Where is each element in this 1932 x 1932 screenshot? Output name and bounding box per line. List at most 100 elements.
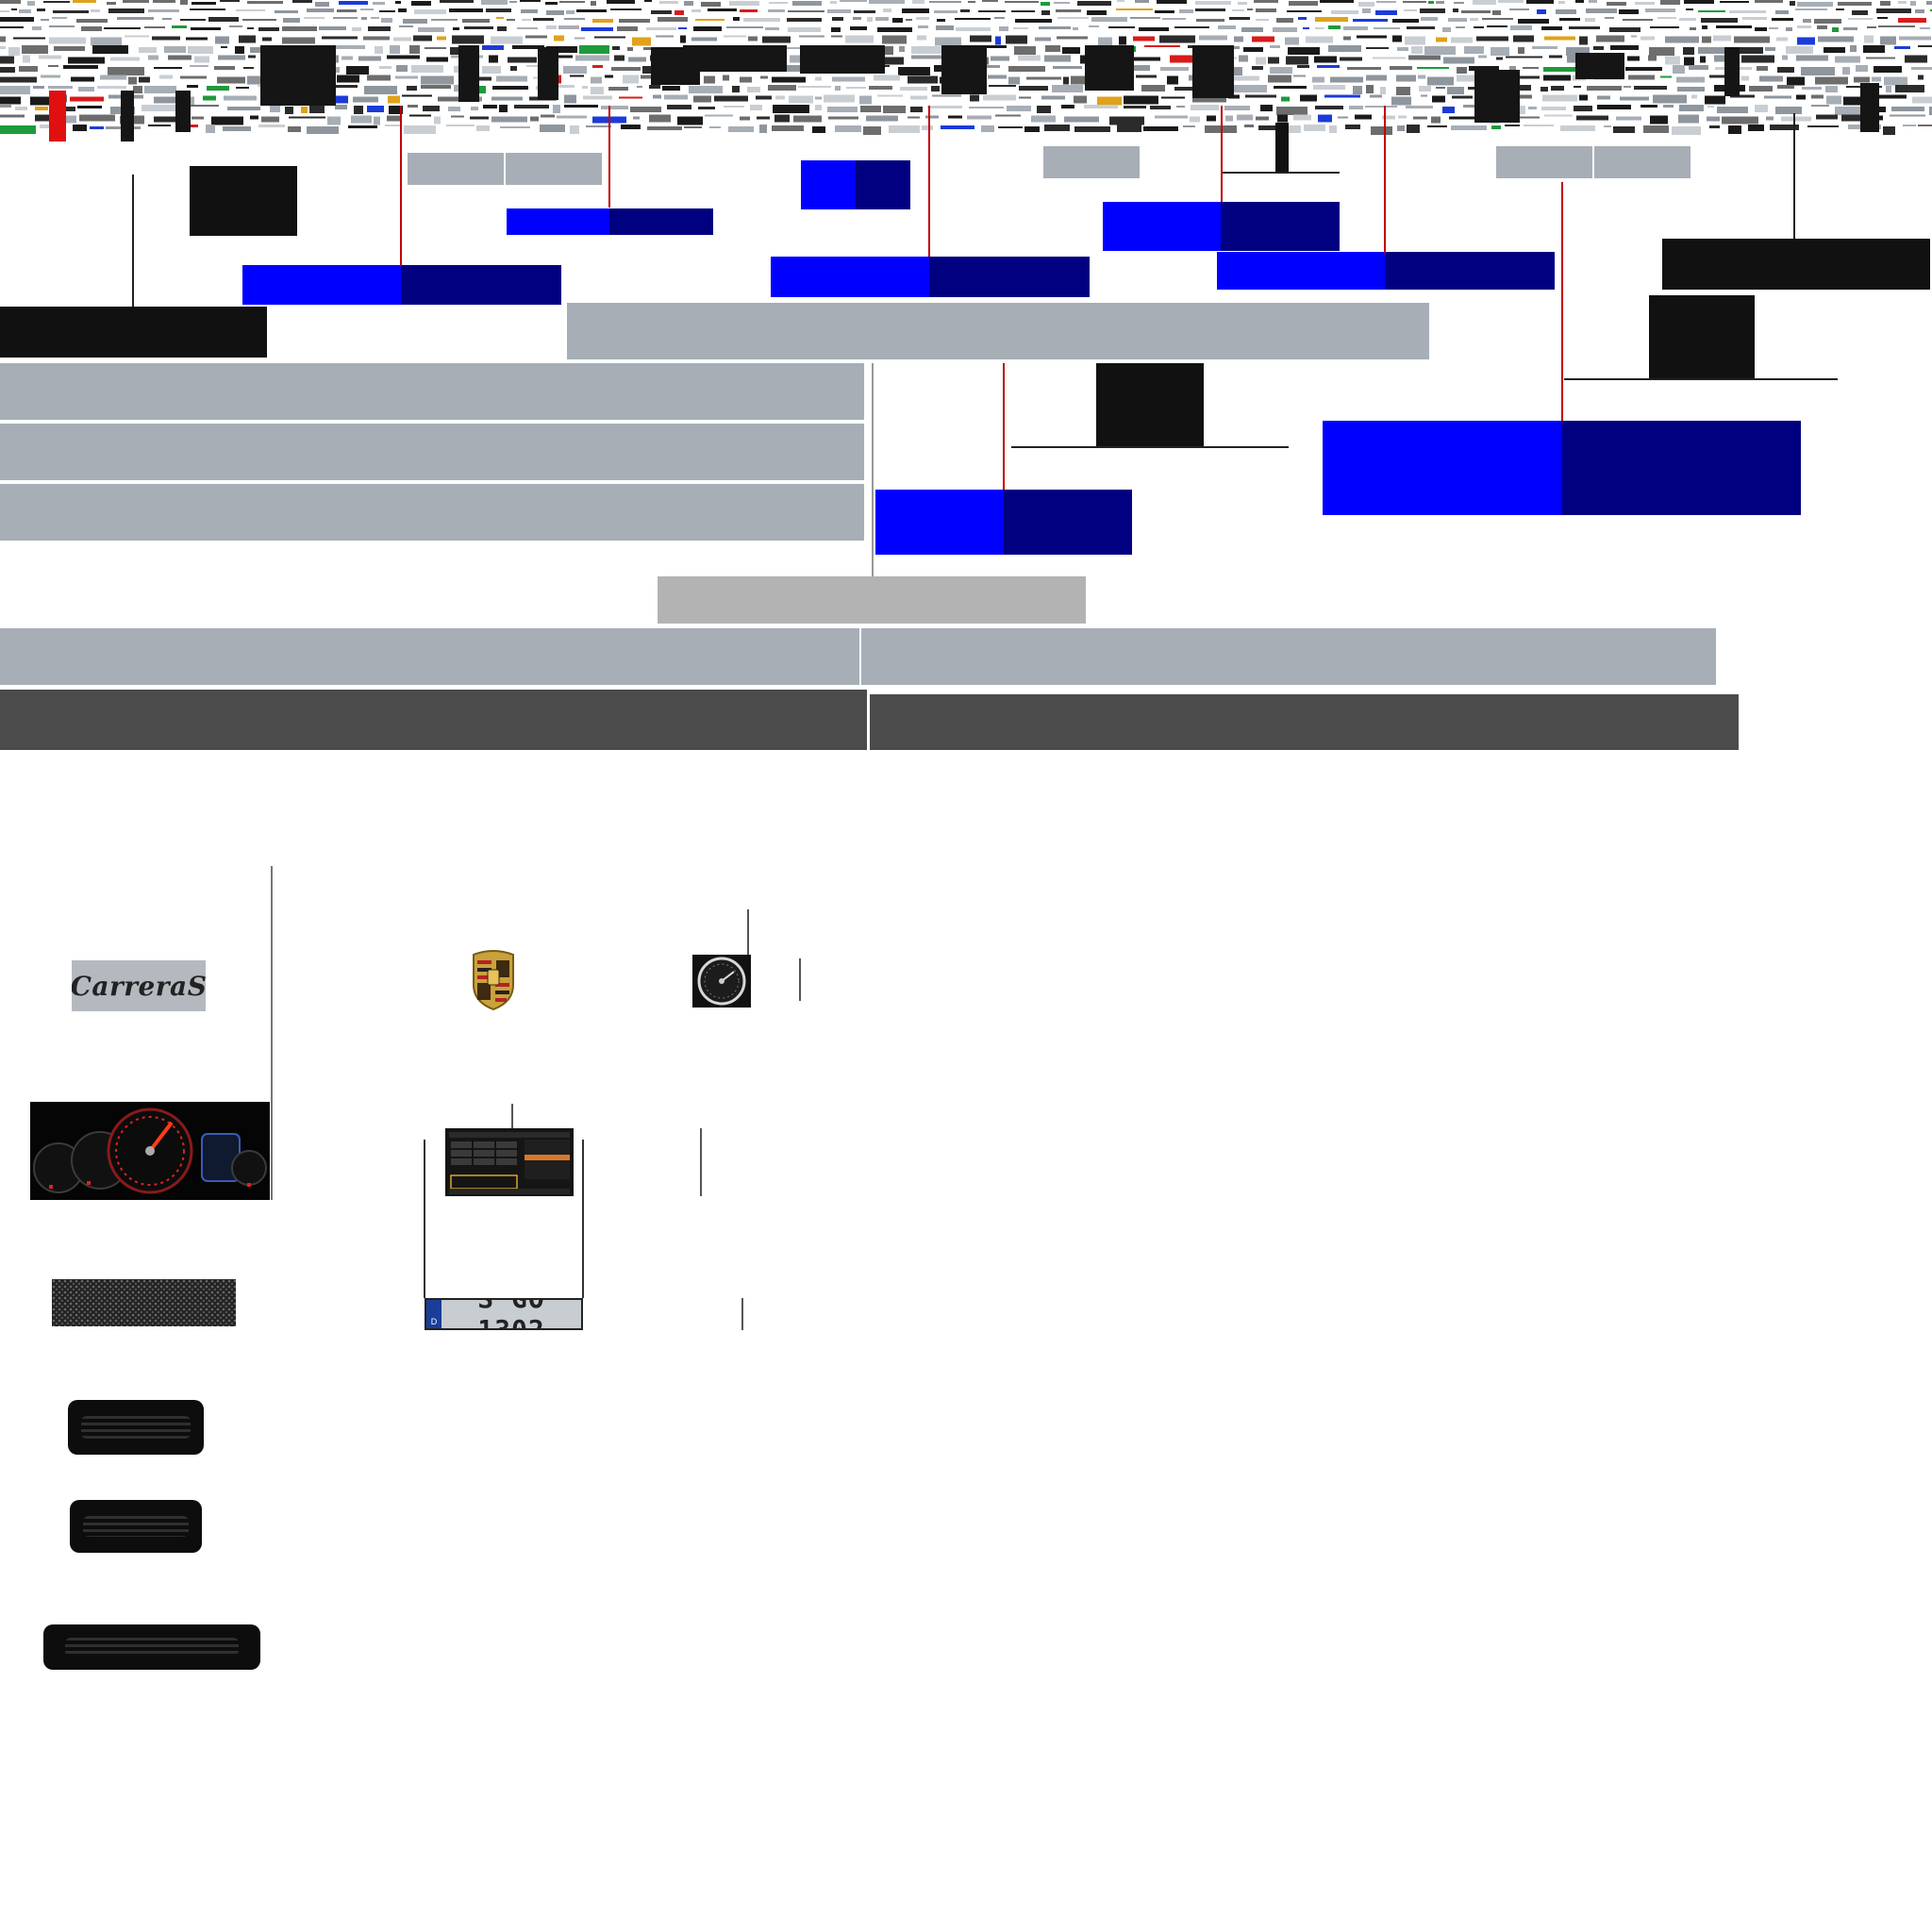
atlas-tile [1328,45,1361,52]
atlas-tile [361,17,367,20]
atlas-tile [1225,115,1233,122]
atlas-tile [1396,75,1416,82]
atlas-tile [448,107,460,111]
atlas-tile [1625,67,1662,71]
atlas-tile [283,18,300,23]
atlas-tile [402,94,432,97]
atlas-tile [1826,95,1841,105]
atlas-block [1724,47,1740,96]
atlas-tile [1195,8,1225,11]
atlas-tile [1842,67,1850,75]
atlas-tile [1019,86,1048,91]
atlas-tile [1063,76,1069,85]
atlas-tile [1786,46,1813,54]
atlas-tile [612,46,620,50]
atlas-tile [1108,26,1135,28]
atlas-tile [1874,66,1902,73]
atlas-tile [747,87,760,92]
atlas-tile [1660,0,1680,5]
connector-line [1223,172,1340,174]
atlas-tile [489,55,498,63]
atlas-tile [1749,86,1773,92]
atlas-tile [1421,17,1438,21]
atlas-tile [13,37,45,40]
atlas-tile [1436,87,1445,89]
atlas-tile [144,26,165,28]
atlas-tile [91,37,122,46]
atlas-tile [1683,47,1694,55]
atlas-tile [142,105,176,111]
atlas-block [260,45,336,106]
atlas-tile [619,19,650,23]
atlas-tile [1117,0,1124,2]
atlas-tile [983,94,1016,101]
atlas-tile [637,86,642,88]
atlas-tile [1473,0,1496,5]
atlas-tile [1431,116,1441,124]
atlas-tile [1293,75,1306,77]
atlas-tile [1627,56,1640,61]
atlas-tile [1607,2,1626,6]
atlas-tile [632,37,651,46]
atlas-tile [557,115,587,119]
atlas-tile [360,8,374,10]
atlas-tile [1161,96,1185,99]
atlas-tile [651,10,672,14]
atlas-tile [693,26,722,31]
atlas-tile [991,56,1009,61]
atlas-tile [1155,115,1188,119]
carrera-badge-text: CarreraS [72,970,206,1002]
atlas-tile [1355,114,1372,120]
atlas-tile [840,0,867,2]
atlas-tile [0,105,11,108]
atlas-tile [1690,27,1696,30]
atlas-tile [724,35,746,38]
connector-line [271,866,273,1200]
atlas-tile [815,96,822,100]
atlas-tile [1061,105,1074,108]
atlas-tile [866,115,898,122]
license-plate: D S GO 1302 [425,1298,583,1330]
atlas-tile [1905,55,1927,63]
atlas-tile [1728,125,1741,134]
atlas-tile [812,126,825,133]
atlas-tile [876,57,904,65]
atlas-tile [1532,46,1557,49]
atlas-tile [1560,125,1595,131]
atlas-tile [190,65,208,67]
atlas-tile [977,45,1007,48]
atlas-tile [192,2,216,5]
atlas-tile [1366,75,1387,81]
atlas-tile [1006,35,1027,44]
atlas-tile [243,67,254,69]
atlas-tile [1398,115,1407,119]
atlas-tile [242,19,276,21]
atlas-tile [1487,25,1507,27]
atlas-tile [1442,107,1455,113]
atlas-tile [522,19,531,21]
atlas-tile [352,27,361,31]
infotainment-display [445,1128,574,1196]
atlas-tile [1300,94,1317,102]
atlas-block [941,45,987,94]
atlas-tile [408,105,418,108]
atlas-tile [1080,55,1088,64]
atlas-tile [1183,125,1195,127]
atlas-tile [623,75,639,84]
atlas-block [1192,45,1234,98]
atlas-tile [1457,67,1467,74]
atlas-tile [1062,47,1080,54]
atlas-tile [1405,36,1425,45]
atlas-tile [1649,47,1674,56]
atlas-tile [250,115,258,120]
atlas-tile [1755,0,1783,3]
atlas-tile [867,17,873,22]
atlas-tile [1836,8,1844,10]
atlas-tile [1035,37,1051,42]
atlas-tile [335,85,358,88]
atlas-tile [368,26,391,31]
atlas-tile [1918,75,1924,80]
atlas-tile [1741,75,1749,81]
atlas-tile [409,114,431,117]
atlas-tile [605,75,613,78]
